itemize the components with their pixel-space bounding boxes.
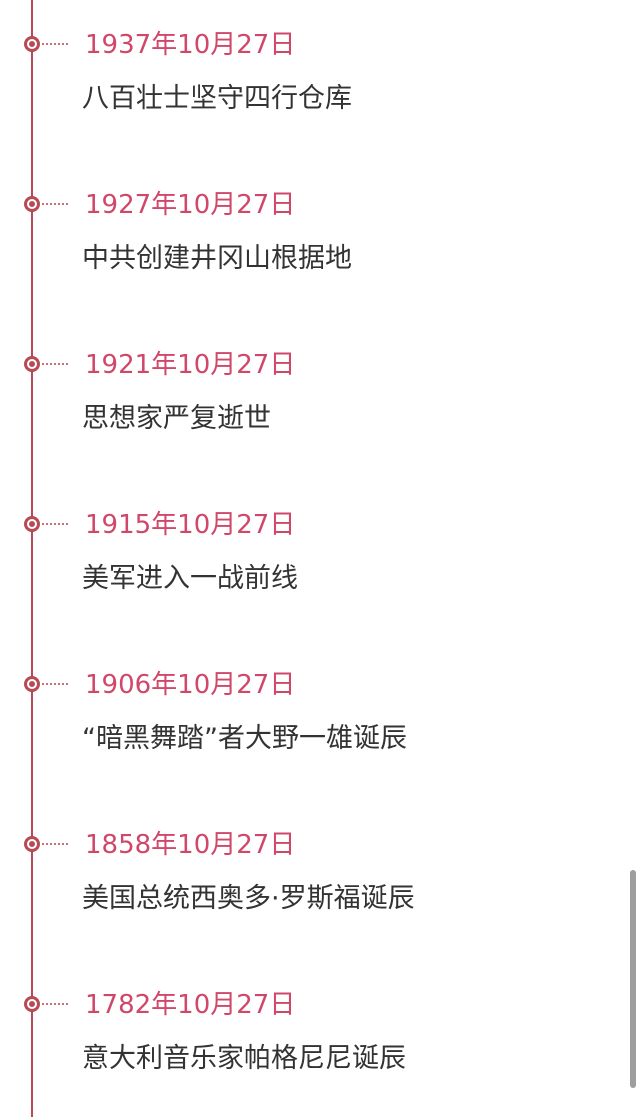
event-title[interactable]: “暗黑舞踏”者大野一雄诞辰 [82, 723, 407, 754]
event-date: 1906年10月27日 [85, 670, 296, 700]
event-title[interactable]: 美军进入一战前线 [82, 563, 298, 594]
event-title[interactable]: 意大利音乐家帕格尼尼诞辰 [82, 1043, 406, 1074]
dotted-connector [42, 1003, 68, 1005]
timeline-event[interactable]: 1858年10月27日 美国总统西奥多·罗斯福诞辰 [0, 800, 600, 930]
timeline-dot-icon [24, 836, 40, 852]
event-date: 1782年10月27日 [85, 990, 296, 1020]
dotted-connector [42, 203, 68, 205]
timeline-dot-icon [24, 196, 40, 212]
timeline-dot-icon [24, 356, 40, 372]
event-date: 1858年10月27日 [85, 830, 296, 860]
dotted-connector [42, 43, 68, 45]
timeline-dot-icon [24, 676, 40, 692]
timeline-event[interactable]: 1915年10月27日 美军进入一战前线 [0, 480, 600, 610]
timeline-line [31, 0, 33, 1117]
timeline-dot-icon [24, 996, 40, 1012]
dotted-connector [42, 843, 68, 845]
event-date: 1915年10月27日 [85, 510, 296, 540]
event-title[interactable]: 美国总统西奥多·罗斯福诞辰 [82, 883, 415, 914]
timeline-dot-icon [24, 36, 40, 52]
timeline-event[interactable]: 1782年10月27日 意大利音乐家帕格尼尼诞辰 [0, 960, 600, 1090]
event-title[interactable]: 思想家严复逝世 [82, 403, 271, 434]
timeline-event[interactable]: 1927年10月27日 中共创建井冈山根据地 [0, 160, 600, 290]
scrollbar-thumb[interactable] [630, 870, 636, 1088]
dotted-connector [42, 683, 68, 685]
event-title[interactable]: 中共创建井冈山根据地 [82, 243, 352, 274]
event-date: 1927年10月27日 [85, 190, 296, 220]
dotted-connector [42, 523, 68, 525]
timeline-event[interactable]: 1906年10月27日 “暗黑舞踏”者大野一雄诞辰 [0, 640, 600, 770]
dotted-connector [42, 363, 68, 365]
event-title[interactable]: 八百壮士坚守四行仓库 [82, 83, 352, 114]
timeline-event[interactable]: 1921年10月27日 思想家严复逝世 [0, 320, 600, 450]
event-date: 1937年10月27日 [85, 30, 296, 60]
timeline-dot-icon [24, 516, 40, 532]
event-date: 1921年10月27日 [85, 350, 296, 380]
timeline-event[interactable]: 1937年10月27日 八百壮士坚守四行仓库 [0, 0, 600, 130]
